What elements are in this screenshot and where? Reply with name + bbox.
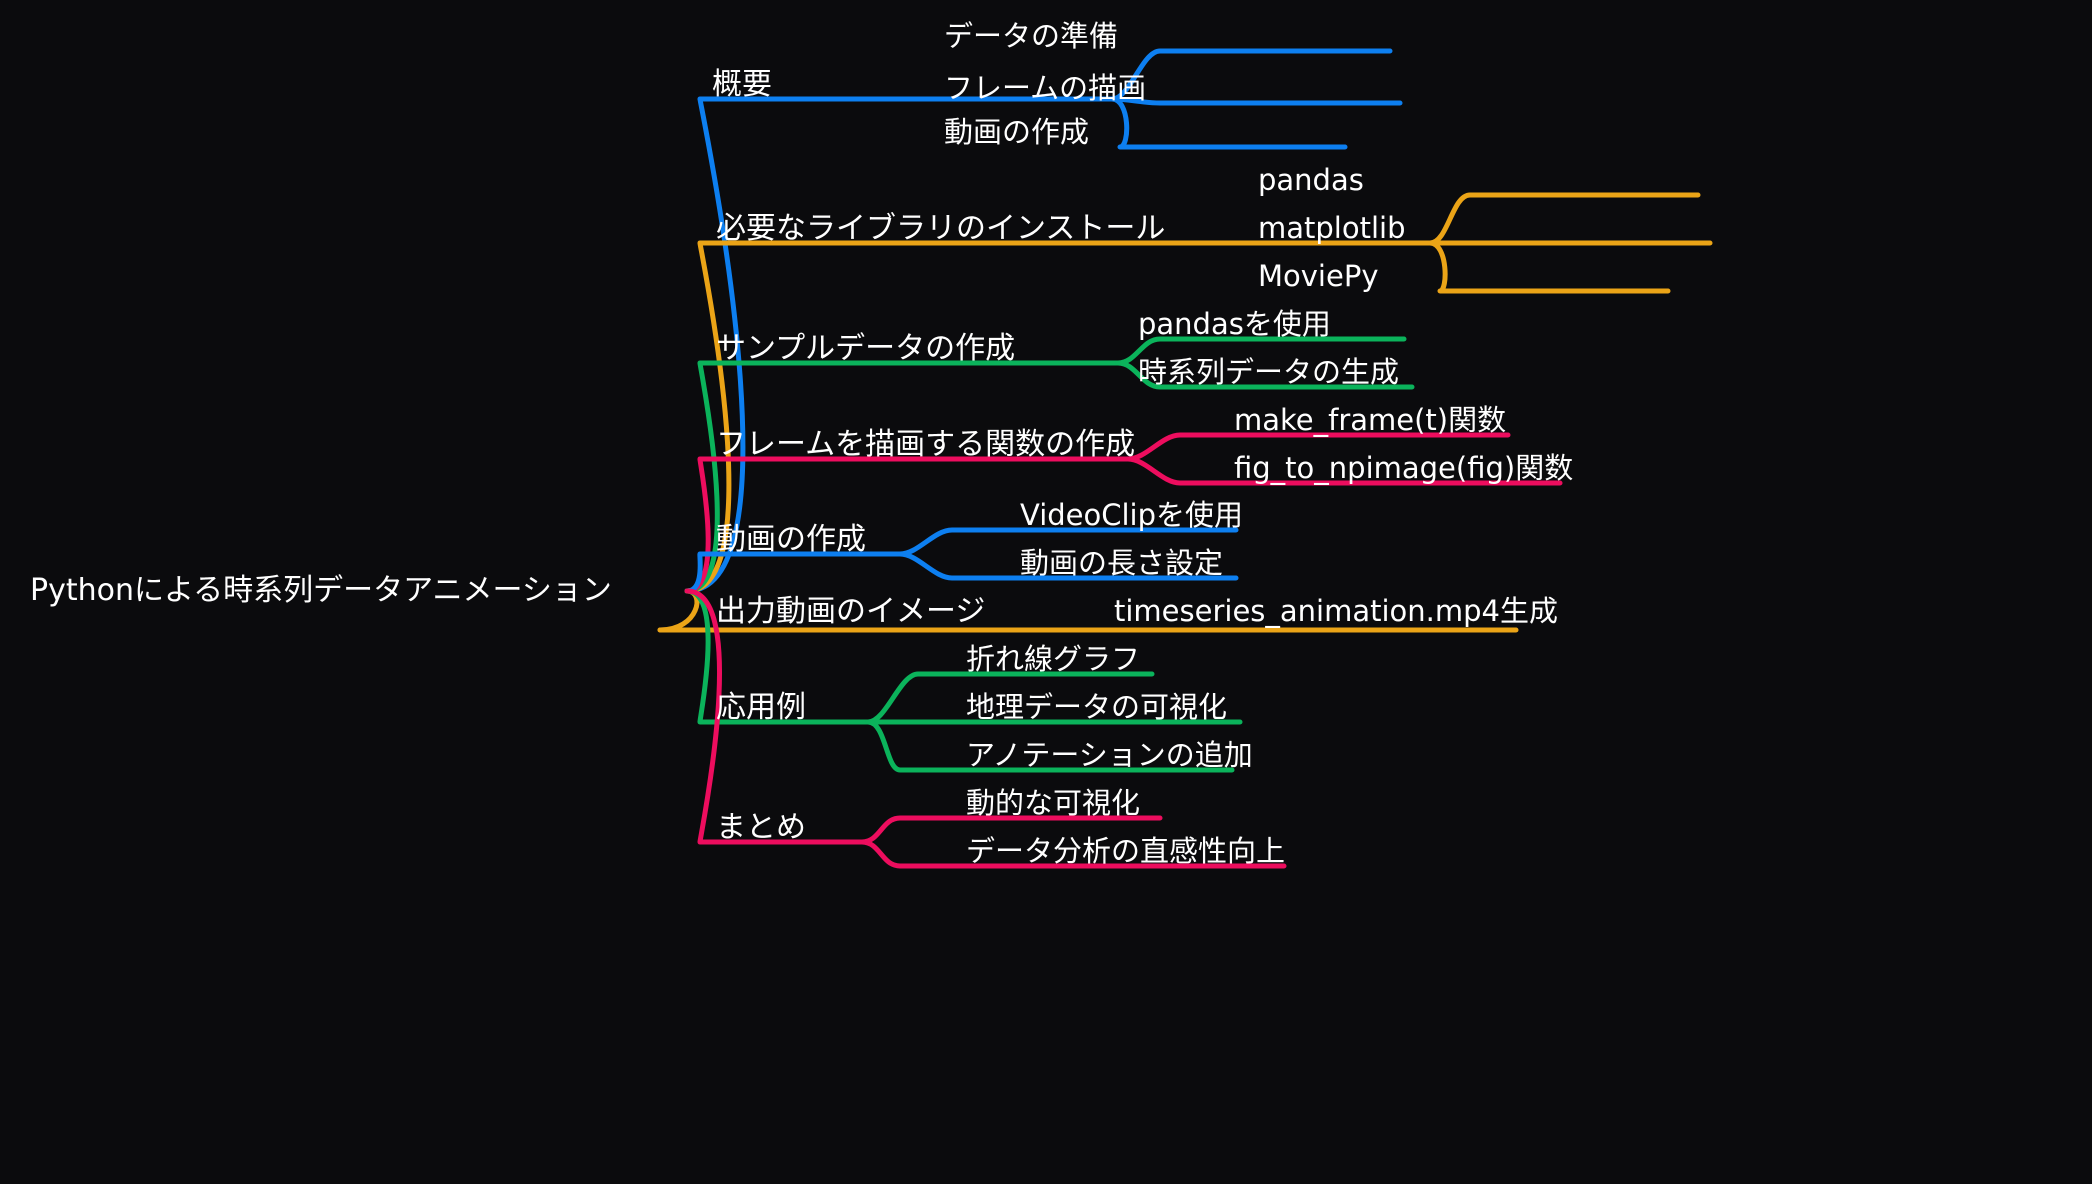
branch-edge-0 (684, 96, 1115, 594)
child-label-1-1[interactable]: matplotlib (1258, 211, 1406, 245)
branch-label-0[interactable]: 概要 (712, 67, 772, 102)
edge-layer (657, 48, 1713, 869)
branch-label-4[interactable]: 動画の作成 (716, 522, 866, 557)
branch-edge-1 (684, 240, 1433, 594)
child-edge-0-2 (1109, 96, 1348, 150)
root-node-label[interactable]: Pythonによる時系列データアニメーション (30, 573, 612, 608)
child-edge-7-1 (859, 839, 1287, 869)
child-edge-1-0 (1427, 192, 1701, 246)
child-edge-4-1 (897, 551, 1239, 581)
child-label-4-0[interactable]: VideoClipを使用 (1020, 498, 1244, 532)
child-label-5-0[interactable]: timeseries_animation.mp4生成 (1114, 594, 1559, 628)
child-label-0-0[interactable]: データの準備 (944, 19, 1119, 53)
branch-label-3[interactable]: フレームを描画する関数の作成 (716, 427, 1136, 462)
branch-label-7[interactable]: まとめ (716, 810, 806, 845)
child-edge-0-0 (1109, 48, 1393, 102)
branch-label-5[interactable]: 出力動画のイメージ (716, 594, 986, 629)
branch-edge-7 (684, 588, 865, 845)
child-label-3-0[interactable]: make_frame(t)関数 (1234, 403, 1507, 437)
child-edge-0-1 (1109, 96, 1403, 106)
child-label-0-2[interactable]: 動画の作成 (944, 115, 1090, 149)
branch-edge-2 (684, 360, 1121, 594)
child-edge-3-1 (1125, 456, 1563, 486)
branch-label-2[interactable]: サンプルデータの作成 (716, 331, 1016, 366)
child-label-1-0[interactable]: pandas (1258, 163, 1364, 197)
child-label-0-1[interactable]: フレームの描画 (944, 71, 1147, 105)
child-label-6-2[interactable]: アノテーションの追加 (966, 738, 1253, 772)
child-label-3-1[interactable]: fig_to_npimage(fig)関数 (1234, 451, 1574, 485)
branch-edge-5 (657, 588, 700, 633)
child-label-1-2[interactable]: MoviePy (1258, 259, 1379, 293)
child-edge-1-2 (1427, 240, 1671, 294)
child-edge-2-1 (1115, 360, 1415, 390)
child-label-7-0[interactable]: 動的な可視化 (966, 786, 1141, 820)
child-label-2-0[interactable]: pandasを使用 (1138, 307, 1331, 341)
child-label-2-1[interactable]: 時系列データの生成 (1138, 355, 1400, 389)
child-label-7-1[interactable]: データ分析の直感性向上 (966, 834, 1286, 868)
branch-label-1[interactable]: 必要なライブラリのインストール (716, 211, 1166, 246)
child-label-4-1[interactable]: 動画の長さ設定 (1020, 546, 1224, 580)
child-label-6-0[interactable]: 折れ線グラフ (966, 642, 1141, 676)
child-edge-6-2 (865, 719, 1235, 773)
branch-label-6[interactable]: 応用例 (716, 690, 806, 725)
child-label-6-1[interactable]: 地理データの可視化 (966, 690, 1228, 724)
